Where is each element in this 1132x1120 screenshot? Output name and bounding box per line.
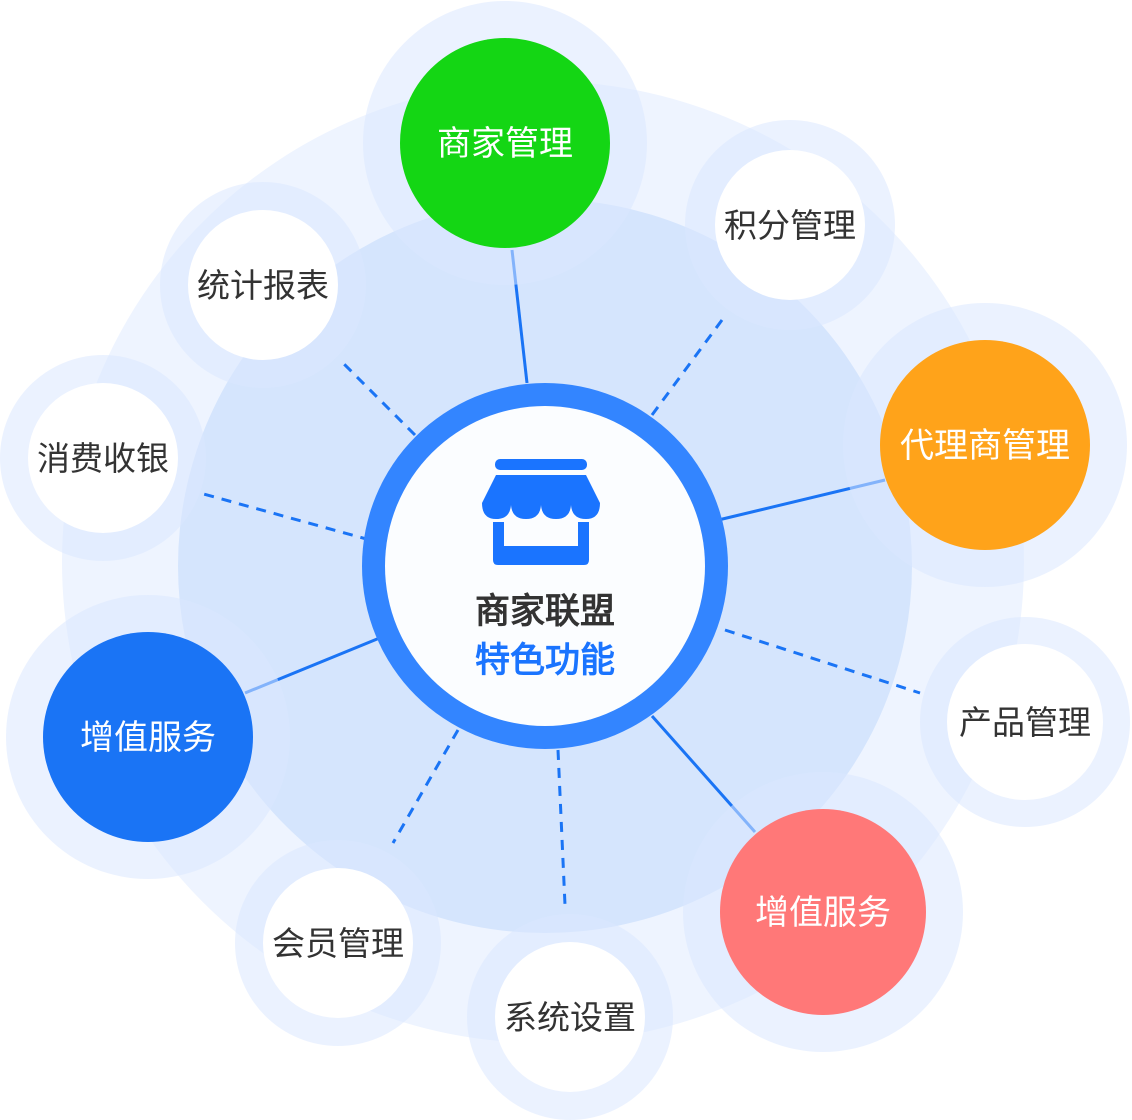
node-agent[interactable]: 代理商管理 <box>843 303 1127 587</box>
node-label: 消费收银 <box>37 439 169 478</box>
node-product[interactable]: 产品管理 <box>920 617 1130 827</box>
connector-points <box>650 319 724 416</box>
node-label: 商家管理 <box>437 124 573 164</box>
node-cashier[interactable]: 消费收银 <box>0 355 206 561</box>
node-system[interactable]: 系统设置 <box>467 914 673 1120</box>
node-circle <box>263 868 413 1018</box>
node-circle <box>188 210 338 360</box>
node-label: 统计报表 <box>197 266 329 305</box>
connector-cashier <box>199 491 371 542</box>
node-vas-red[interactable]: 增值服务 <box>683 772 963 1052</box>
node-stats[interactable]: 统计报表 <box>160 182 366 388</box>
node-points[interactable]: 积分管理 <box>685 120 895 330</box>
node-circle <box>495 942 645 1092</box>
storefront-icon <box>482 459 600 565</box>
node-circle <box>28 383 178 533</box>
node-circle <box>720 809 926 1015</box>
center-title: 商家联盟 <box>475 592 615 632</box>
center-hub[interactable]: 商家联盟 特色功能 <box>362 383 728 749</box>
node-merchant[interactable]: 商家管理 <box>363 1 647 285</box>
node-circle <box>947 644 1103 800</box>
connector-system <box>556 749 567 906</box>
node-circle <box>400 38 610 248</box>
node-circle <box>715 150 865 300</box>
node-label: 系统设置 <box>504 998 636 1037</box>
node-circle <box>880 340 1090 550</box>
center-hub-face <box>385 406 705 726</box>
center-subtitle: 特色功能 <box>475 641 615 681</box>
node-label: 增值服务 <box>80 718 216 758</box>
connector-member <box>391 729 460 844</box>
node-label: 代理商管理 <box>900 426 1070 466</box>
node-label: 产品管理 <box>959 703 1091 742</box>
node-member[interactable]: 会员管理 <box>235 840 441 1046</box>
node-label: 积分管理 <box>724 206 856 245</box>
node-label: 增值服务 <box>755 893 891 933</box>
node-vas-blue[interactable]: 增值服务 <box>6 595 290 879</box>
node-label: 会员管理 <box>272 924 404 963</box>
node-circle <box>43 632 253 842</box>
connector-product <box>724 628 921 695</box>
